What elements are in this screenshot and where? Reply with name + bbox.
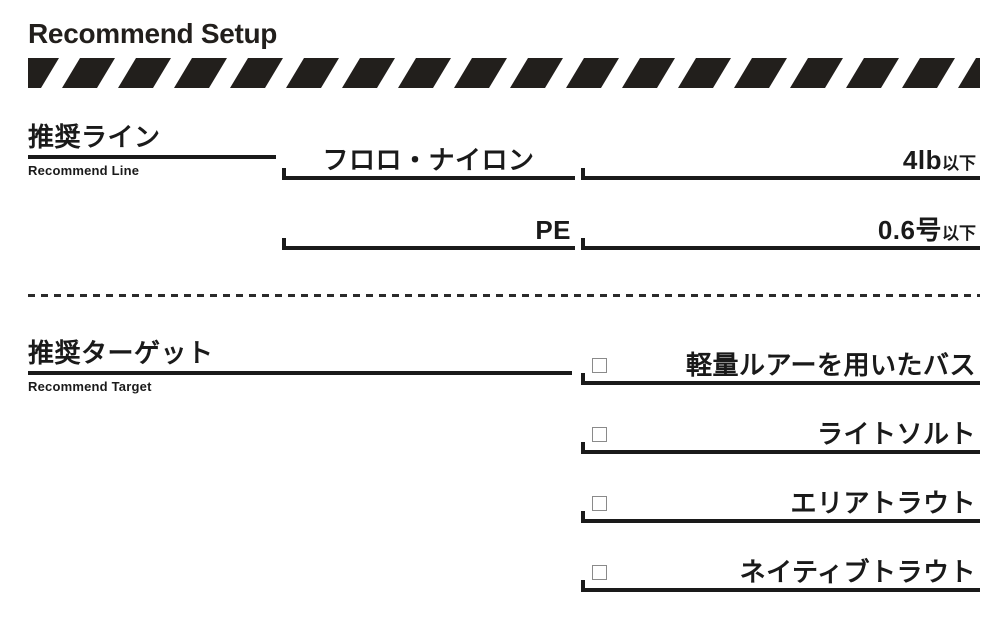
section-label-ja: 推奨ライン	[28, 122, 161, 152]
target-row-4[interactable]: ネイティブトラウト	[581, 547, 980, 592]
bracket-rule	[581, 246, 980, 250]
line-spec-number-1: 4lb	[902, 145, 942, 175]
bracket-rule	[581, 450, 980, 454]
section-label-ja: 推奨ターゲット	[28, 338, 214, 368]
stripe-pattern-icon	[28, 58, 980, 88]
section-label-en: Recommend Target	[28, 379, 152, 395]
section-label-en: Recommend Line	[28, 163, 140, 179]
cell-bracket	[581, 168, 980, 180]
line-spec-suffix-2: 以下	[942, 224, 976, 243]
target-checkbox-3[interactable]	[592, 496, 607, 511]
bracket-tick	[581, 442, 585, 454]
target-checkbox-2[interactable]	[592, 427, 607, 442]
bracket-tick	[581, 238, 585, 250]
target-label-1: 軽量ルアーを用いたバス	[686, 350, 976, 380]
label-underline	[28, 155, 276, 160]
bracket-tick	[581, 580, 585, 592]
bracket-tick	[282, 238, 286, 250]
cell-bracket	[282, 238, 575, 250]
bracket-tick	[282, 168, 286, 180]
line-type-value-1: フロロ・ナイロン	[322, 145, 535, 175]
bracket-rule	[581, 381, 980, 385]
bracket-rule	[282, 246, 575, 250]
bracket-tick	[581, 511, 585, 523]
target-checkbox-1[interactable]	[592, 358, 607, 373]
target-row-3[interactable]: エリアトラウト	[581, 478, 980, 523]
target-checkbox-4[interactable]	[592, 565, 607, 580]
line-spec-value-1: 4lb以下	[903, 147, 976, 173]
target-label-3: エリアトラウト	[790, 488, 976, 518]
bracket-tick	[581, 168, 585, 180]
bracket-rule	[581, 176, 980, 180]
cell-bracket	[581, 511, 980, 523]
bracket-rule	[282, 176, 575, 180]
target-row-2[interactable]: ライトソルト	[581, 409, 980, 454]
line-spec-number-2: 0.6号	[877, 215, 942, 245]
cell-bracket	[581, 580, 980, 592]
target-label-4: ネイティブトラウト	[739, 557, 976, 587]
line-type-cell-2: PE	[282, 194, 575, 250]
line-type-cell-1: フロロ・ナイロン	[282, 124, 575, 180]
line-spec-cell-2: 0.6号以下	[581, 194, 980, 250]
section-divider	[28, 294, 980, 297]
section-label-recommend-target: 推奨ターゲット Recommend Target	[28, 338, 572, 395]
line-spec-cell-1: 4lb以下	[581, 124, 980, 180]
line-spec-suffix-1: 以下	[942, 154, 976, 173]
bracket-rule	[581, 519, 980, 523]
cell-bracket	[581, 442, 980, 454]
target-label-2: ライトソルト	[816, 419, 976, 449]
section-label-recommend-line: 推奨ライン Recommend Line	[28, 122, 276, 179]
cell-bracket	[581, 373, 980, 385]
target-row-1[interactable]: 軽量ルアーを用いたバス	[581, 340, 980, 385]
bracket-tick	[581, 373, 585, 385]
bracket-rule	[581, 588, 980, 592]
label-underline	[28, 371, 572, 376]
diagonal-stripe-banner	[28, 58, 980, 88]
page-title: Recommend Setup	[28, 18, 278, 49]
cell-bracket	[282, 168, 575, 180]
line-type-value-2: PE	[535, 215, 571, 245]
cell-bracket	[581, 238, 980, 250]
line-spec-value-2: 0.6号以下	[878, 217, 976, 243]
